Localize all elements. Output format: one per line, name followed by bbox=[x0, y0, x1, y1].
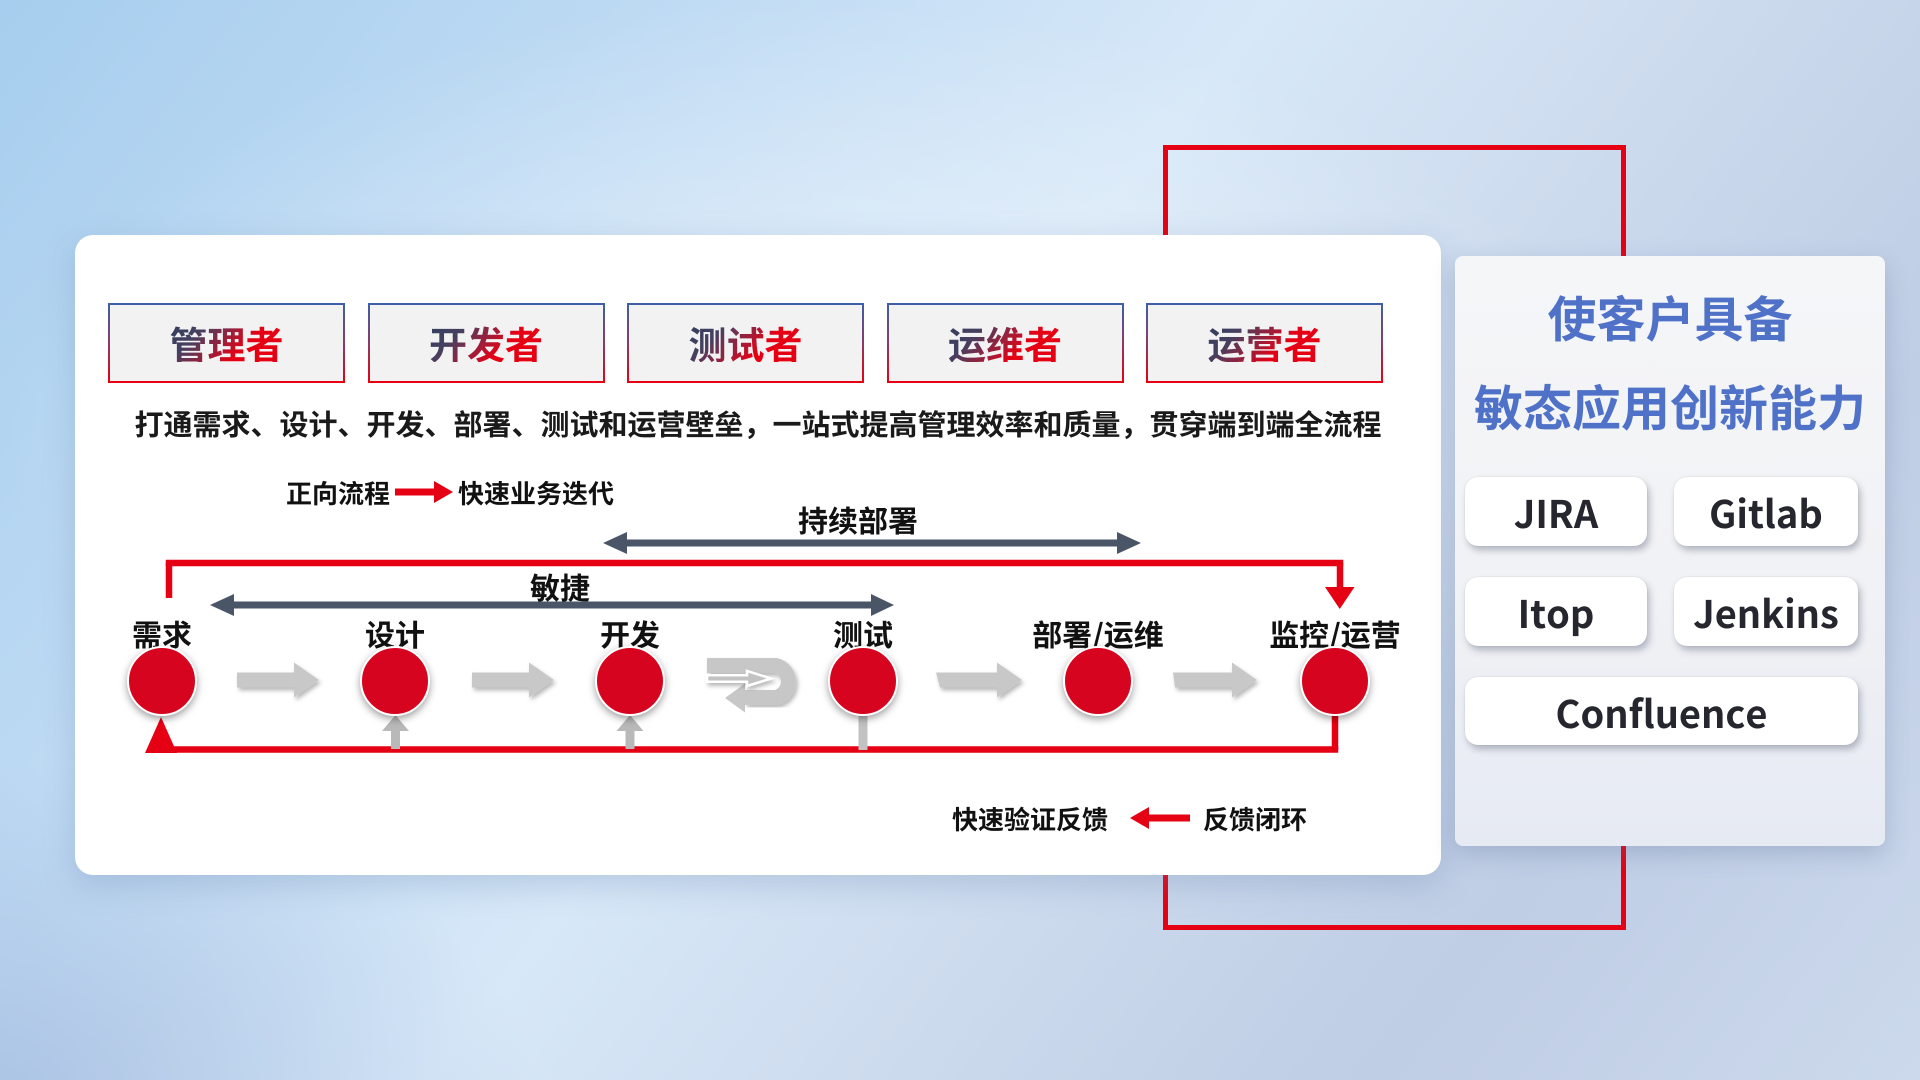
role-label: 运维者 bbox=[947, 315, 1062, 370]
stage-arrow-icons bbox=[237, 662, 1257, 698]
role-box-developer: 开发者 bbox=[367, 303, 605, 383]
role-box-tester: 测试者 bbox=[627, 303, 864, 383]
stage-node-design bbox=[360, 646, 430, 716]
capability-card: 使客户具备 敏态应用创新能力 JIRA Gitlab Itop Jenkins … bbox=[1455, 256, 1885, 846]
role-box-ops: 运维者 bbox=[886, 303, 1124, 383]
red-left-arrow-icon bbox=[1130, 807, 1191, 829]
deploy-arrow-label: 持续部署 bbox=[798, 497, 918, 541]
red-right-arrow-icon bbox=[395, 481, 454, 503]
forward-loop-line bbox=[165, 559, 1355, 609]
role-label: 运营者 bbox=[1207, 315, 1322, 370]
stage-node-test bbox=[828, 646, 898, 716]
role-label: 测试者 bbox=[688, 315, 803, 370]
stage-node-deploy-ops bbox=[1063, 646, 1133, 716]
tools-grid: JIRA Gitlab Itop Jenkins Confluence bbox=[1465, 477, 1862, 745]
agile-arrow bbox=[210, 594, 894, 616]
continuous-deploy-arrow bbox=[603, 532, 1141, 554]
legend-forward-meaning: 快速业务迭代 bbox=[458, 473, 615, 511]
legend-forward: 正向流程 快速业务迭代 bbox=[286, 473, 615, 511]
tool-button-itop[interactable]: Itop bbox=[1465, 577, 1647, 646]
feedback-loop-line bbox=[145, 695, 1339, 753]
flow-diagram-graphic bbox=[145, 532, 1355, 753]
devops-flow-panel: 管理者 开发者 测试者 运维者 运营者 打通需求、设计、开发、部署、测试和运营壁… bbox=[75, 235, 1441, 875]
legend-forward-label: 正向流程 bbox=[286, 473, 391, 511]
role-box-manager: 管理者 bbox=[108, 303, 345, 383]
legend-feedback-meaning: 反馈闭环 bbox=[1203, 799, 1308, 837]
agile-arrow-label: 敏捷 bbox=[530, 564, 590, 608]
legend-feedback-label: 快速验证反馈 bbox=[952, 799, 1109, 837]
role-box-operator: 运营者 bbox=[1146, 303, 1383, 383]
tool-button-confluence[interactable]: Confluence bbox=[1465, 677, 1858, 745]
capability-title-line1: 使客户具备 bbox=[1547, 281, 1793, 352]
stage-node-monitor-operate bbox=[1300, 646, 1370, 716]
feedback-up-arrows bbox=[382, 714, 868, 750]
role-label: 开发者 bbox=[428, 315, 543, 370]
tool-button-jenkins[interactable]: Jenkins bbox=[1674, 577, 1858, 646]
uturn-loop-icon bbox=[705, 658, 796, 713]
stage-node-requirements bbox=[127, 646, 197, 716]
stage-node-develop bbox=[595, 646, 665, 716]
role-label: 管理者 bbox=[169, 315, 284, 370]
tool-button-jira[interactable]: JIRA bbox=[1465, 477, 1647, 546]
panel-description: 打通需求、设计、开发、部署、测试和运营壁垒，一站式提高管理效率和质量，贯穿端到端… bbox=[134, 402, 1382, 444]
capability-title: 使客户具备 敏态应用创新能力 bbox=[1455, 288, 1885, 435]
roles-row: 管理者 开发者 测试者 运维者 运营者 bbox=[108, 303, 1383, 383]
tool-button-gitlab[interactable]: Gitlab bbox=[1674, 477, 1858, 546]
legend-feedback: 快速验证反馈 反馈闭环 bbox=[952, 799, 1308, 837]
capability-title-line2: 敏态应用创新能力 bbox=[1473, 370, 1866, 441]
